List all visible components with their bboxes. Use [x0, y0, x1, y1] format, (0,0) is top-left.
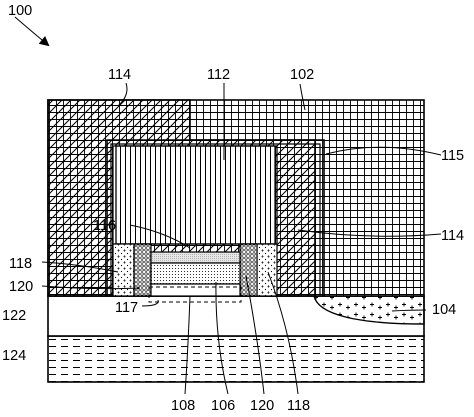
label-115: 115 [441, 148, 464, 164]
region-117 [148, 286, 242, 303]
label-108: 108 [171, 398, 195, 414]
label-112: 112 [207, 67, 230, 83]
figure-reference-number: 100 [8, 3, 32, 19]
substrate-layer-124 [47, 335, 425, 383]
label-118-left: 118 [9, 256, 32, 272]
label-118-bottom: 118 [287, 398, 310, 414]
label-124: 124 [2, 348, 26, 364]
label-122: 122 [2, 308, 26, 324]
region-104 [313, 295, 425, 325]
label-120-bottom: 120 [250, 398, 274, 414]
block-112 [115, 145, 278, 245]
label-120-left: 120 [9, 279, 33, 295]
leader-lines [14, 16, 442, 395]
gate-layer-108 [150, 283, 241, 297]
label-102: 102 [290, 67, 314, 83]
label-114-right: 114 [441, 228, 464, 244]
label-114-top: 114 [108, 67, 131, 83]
label-116: 116 [93, 218, 116, 234]
label-104: 104 [432, 302, 456, 318]
liner-115 [106, 139, 325, 296]
gate-layer-116 [150, 251, 241, 264]
label-106: 106 [211, 398, 235, 414]
gate-layer-106 [150, 262, 241, 285]
label-117: 117 [115, 300, 138, 316]
